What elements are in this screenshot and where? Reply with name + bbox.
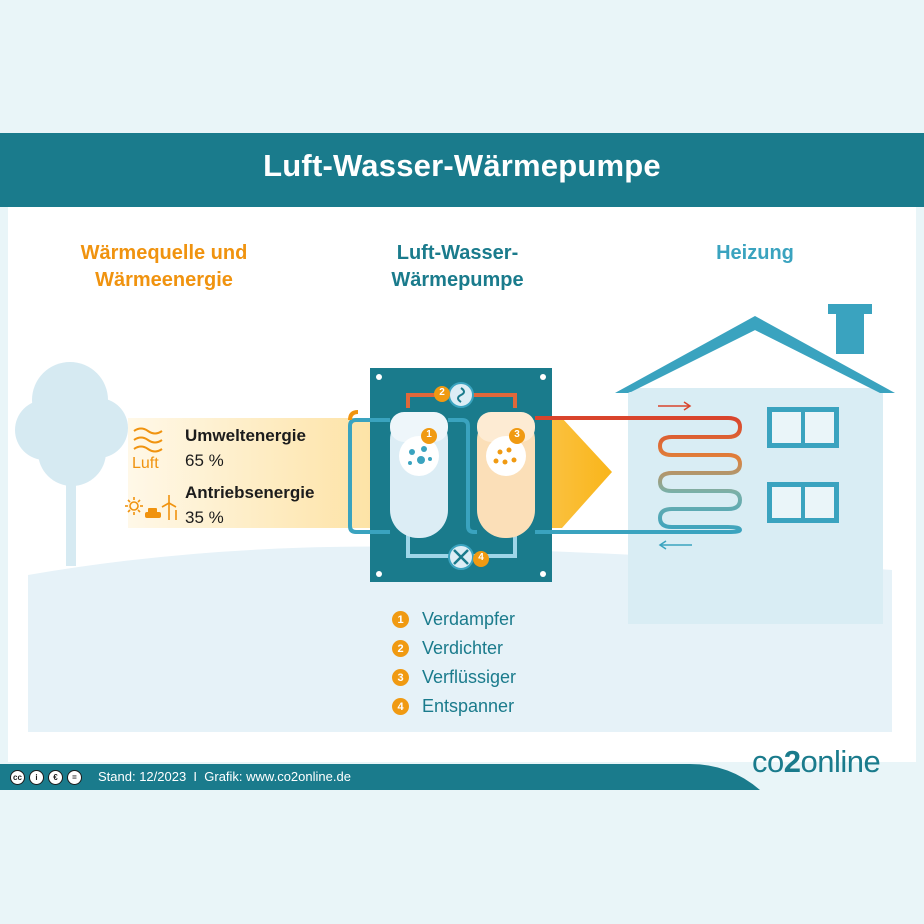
heading-heating: Heizung	[716, 242, 794, 264]
cc-icon: cc	[10, 770, 25, 785]
flow-arrow-right	[658, 401, 692, 411]
badge-number-4: 4	[478, 552, 484, 563]
legend-item: 4 Entspanner	[392, 692, 516, 721]
nd-icon: =	[67, 770, 82, 785]
environment-energy-label: Umweltenergie	[185, 426, 306, 445]
badge-number-1: 1	[426, 429, 432, 440]
legend-item: 3 Verflüssiger	[392, 663, 516, 692]
condenser-icon	[486, 436, 526, 476]
logo-text-co: co	[752, 744, 784, 779]
compressor-icon	[434, 382, 474, 408]
air-waves-icon	[133, 427, 163, 453]
footer-credit: Stand: 12/2023 I Grafik: www.co2online.d…	[98, 769, 351, 784]
air-label: Luft	[132, 455, 159, 472]
expansion-valve-icon	[448, 544, 489, 570]
component-legend: 1 Verdampfer 2 Verdichter 3 Verflüssiger…	[392, 605, 516, 721]
legend-item: 1 Verdampfer	[392, 605, 516, 634]
footer-bar	[0, 764, 760, 790]
nc-icon: €	[48, 770, 63, 785]
drive-energy-value: 35 %	[185, 508, 224, 527]
legend-label: Verdampfer	[422, 609, 516, 629]
air-circuit	[348, 418, 390, 534]
logo-text-2: 2	[783, 744, 801, 779]
car-icon	[145, 508, 161, 518]
legend-item: 2 Verdichter	[392, 634, 516, 663]
legend-label: Verflüssiger	[422, 667, 517, 687]
legend-number: 4	[392, 698, 409, 715]
flow-arrow-left	[658, 540, 692, 550]
legend-label: Entspanner	[422, 696, 515, 716]
house-window-top	[767, 407, 839, 448]
tree-icon	[15, 362, 128, 566]
heading-heat-pump: Luft-Wasser-Wärmepumpe	[391, 242, 524, 291]
badge-number-3: 3	[514, 429, 520, 440]
house-icon	[615, 304, 895, 624]
sun-icon	[125, 497, 143, 515]
title-bar	[0, 133, 924, 207]
drive-energy-label: Antriebsenergie	[185, 483, 315, 502]
legend-number: 1	[392, 611, 409, 628]
evaporator-icon	[399, 436, 439, 476]
page-title: Luft-Wasser-Wärmepumpe	[263, 148, 661, 183]
heading-heat-source: Wärmequelle und Wärmeenergie	[80, 242, 248, 291]
wind-turbine-icon	[161, 495, 177, 520]
environment-energy-value: 65 %	[185, 451, 224, 470]
logo-text-online: online	[800, 744, 881, 779]
by-icon: i	[29, 770, 44, 785]
legend-number: 2	[392, 640, 409, 657]
house-window-bottom	[767, 482, 839, 523]
floor-heating-coil	[657, 416, 743, 534]
badge-evaporator	[421, 428, 437, 444]
legend-label: Verdichter	[422, 638, 504, 658]
badge-condenser	[509, 428, 525, 444]
legend-number: 3	[392, 669, 409, 686]
brand-logo[interactable]: co2online	[752, 744, 881, 780]
badge-number-2: 2	[439, 387, 445, 398]
